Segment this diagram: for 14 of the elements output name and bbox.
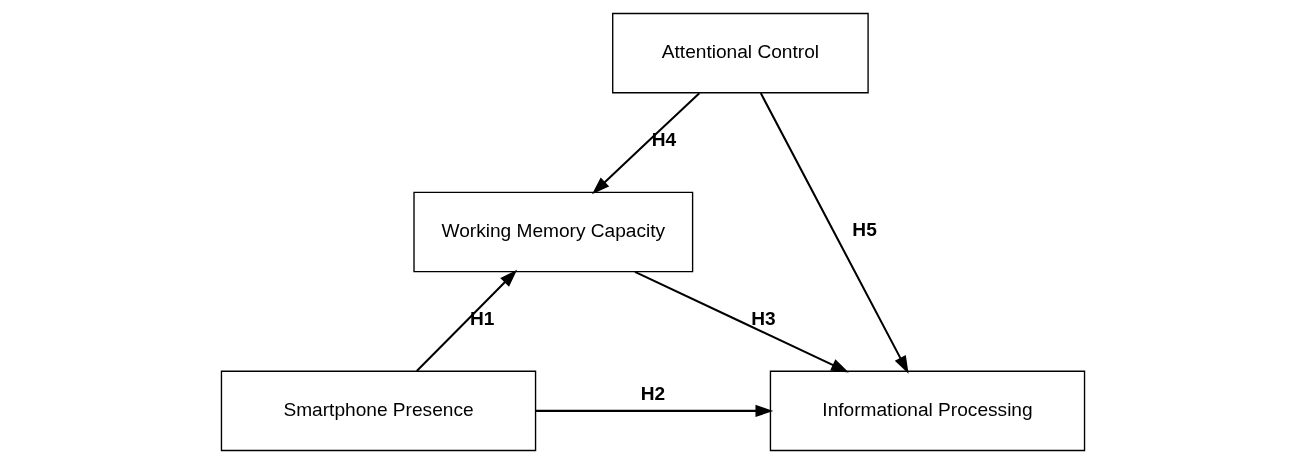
edge-label: H1 bbox=[470, 308, 495, 330]
edge-label: H5 bbox=[852, 218, 877, 240]
edge-label: H2 bbox=[640, 383, 666, 405]
arrow bbox=[759, 92, 909, 374]
arrow bbox=[416, 269, 518, 372]
node-box: Working Memory Capacity bbox=[413, 191, 694, 273]
edge-label: H4 bbox=[651, 129, 677, 151]
arrow bbox=[592, 92, 701, 195]
node-box: Attentional Control bbox=[612, 12, 869, 94]
arrow bbox=[634, 270, 849, 373]
arrow bbox=[535, 404, 774, 418]
edge-label: H3 bbox=[751, 308, 776, 330]
node-box: Smartphone Presence bbox=[220, 370, 537, 452]
node-box: Informational Processing bbox=[769, 370, 1086, 452]
